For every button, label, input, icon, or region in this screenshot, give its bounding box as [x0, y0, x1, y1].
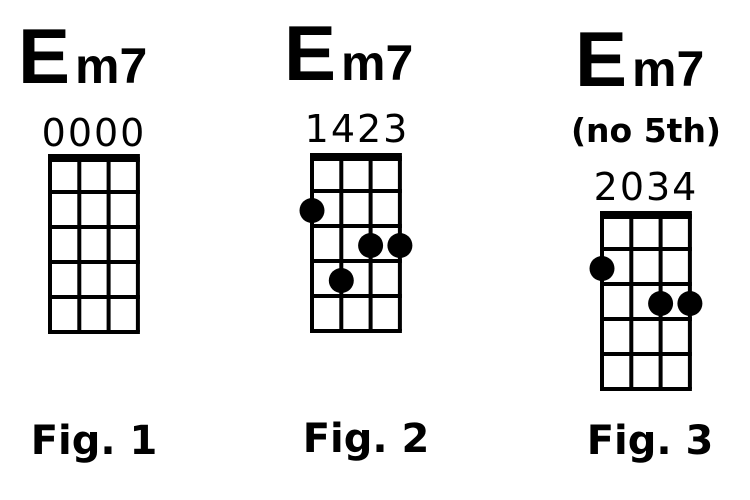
finger-dot	[387, 233, 413, 258]
fretboard	[299, 153, 413, 333]
chord-root: E	[18, 12, 70, 100]
chord-quality: m7	[75, 38, 147, 94]
figure-caption: Fig. 3	[587, 418, 714, 464]
finger-dot	[677, 291, 703, 316]
finger-dot	[299, 198, 325, 223]
chord-root: E	[575, 15, 627, 103]
finger-dot	[589, 256, 615, 281]
nut	[310, 153, 402, 161]
fingering: 1423	[305, 107, 410, 151]
fingering: 0000	[42, 111, 147, 155]
finger-dot	[358, 233, 384, 258]
fretboard	[589, 211, 703, 391]
chord-subtitle: (no 5th)	[571, 111, 721, 150]
chord-1: E m7 0000 Fig. 1	[18, 12, 157, 464]
fretboard	[48, 154, 140, 334]
chord-3: E m7 (no 5th) 2034 Fig. 3	[571, 15, 721, 464]
finger-dot	[328, 268, 354, 293]
figure-caption: Fig. 1	[31, 418, 158, 464]
chord-root: E	[284, 9, 336, 97]
fingering: 2034	[594, 165, 699, 209]
chord-2: E m7 1423 Fig. 2	[284, 9, 429, 462]
figure-caption: Fig. 2	[303, 416, 430, 462]
chord-quality: m7	[341, 35, 413, 91]
nut	[600, 211, 692, 219]
nut	[48, 154, 140, 162]
chord-quality: m7	[632, 41, 704, 97]
finger-dot	[648, 291, 674, 316]
